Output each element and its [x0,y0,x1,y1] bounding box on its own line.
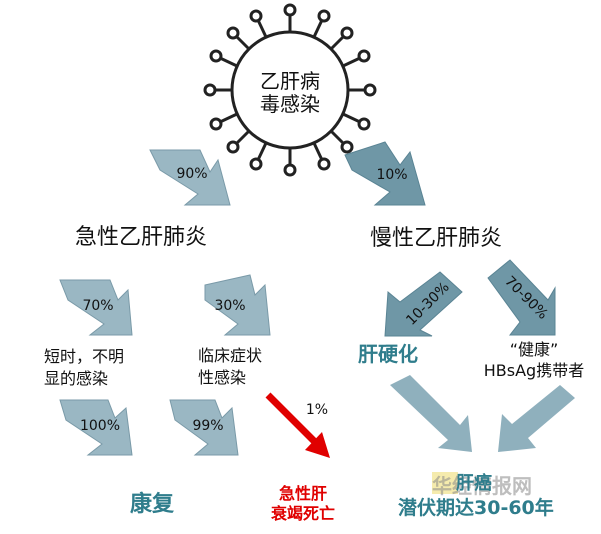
label-acute: 急性乙肝肺炎 [75,225,208,250]
virus-label: 乙肝病 毒感染 [260,69,320,116]
watermark-logo [432,472,458,494]
label-acute-liver-failure: 急性肝 衰竭死亡 [270,484,335,523]
pct-mild: 70% [82,298,114,314]
arrow-90 [149,149,231,206]
arrow-10-30 [384,271,463,337]
virus-icon [203,3,377,177]
label-cirrhosis: 肝硬化 [358,342,418,366]
pct-fatal: 1% [305,402,329,418]
arrow-70 [59,279,133,336]
arrow-30 [204,274,271,336]
arrow-70-90 [487,259,556,336]
arrow-10 [344,141,426,206]
watermark-text: 华经情报网 [432,474,532,498]
arrow-1-fatal [265,392,330,458]
label-chronic: 慢性乙肝肺炎 [370,226,503,251]
arrow-99 [169,399,239,456]
label-clinical-infection: 临床症状 性感染 [198,346,263,388]
arrow-carrier-to-cancer [498,385,575,452]
pct-acute: 90% [176,166,208,182]
arrow-cirrhosis-to-cancer [390,375,472,452]
label-recovery: 康复 [130,492,175,517]
label-healthy-carrier: “健康” HBsAg携带者 [483,340,585,380]
label-mild-infection: 短时，不明 显的感染 [44,347,125,389]
pct-chronic: 10% [376,167,408,183]
pct-mild-recovery: 100% [79,418,121,434]
pct-clinical-recovery: 99% [192,418,224,434]
label-liver-cancer: 肝癌 [456,473,492,494]
pct-clinical: 30% [214,298,246,314]
arrow-100 [59,399,133,456]
label-latency: 潜伏期达30-60年 [398,497,554,519]
